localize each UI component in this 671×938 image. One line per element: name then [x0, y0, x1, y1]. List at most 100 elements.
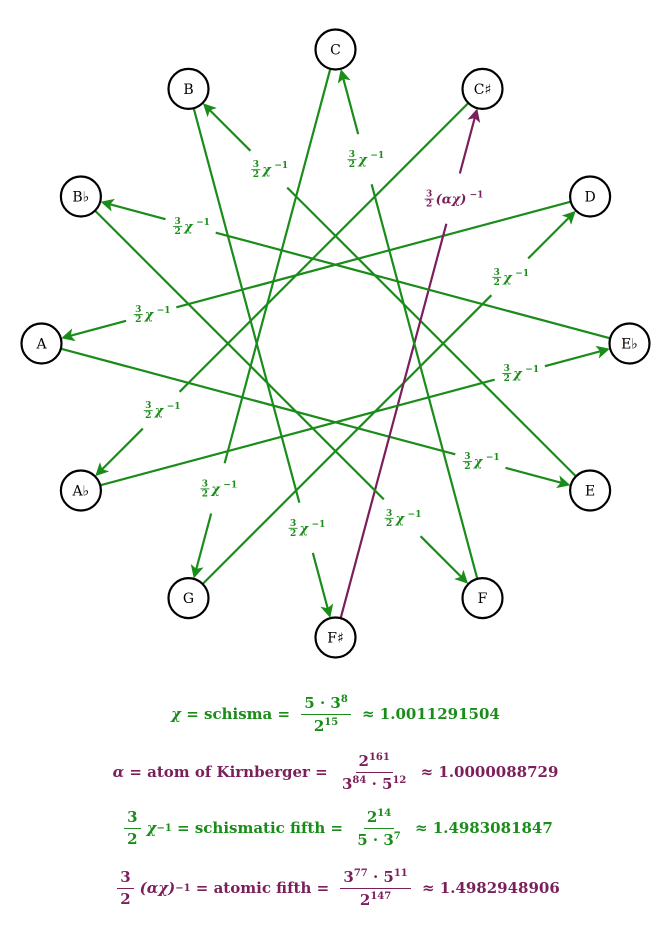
atom-den-a-base: 3: [341, 774, 353, 793]
edge-line: [223, 68, 332, 464]
note-node-D: D: [569, 175, 612, 218]
nodes-layer: CC♯DE♭EFF♯GA♭AB♭B: [20, 28, 651, 659]
note-circle: [314, 28, 357, 71]
svg-text:χ: χ: [395, 512, 406, 527]
edge-line: [215, 231, 611, 340]
edge-arrow: [190, 513, 213, 579]
edge-arrow: [61, 319, 127, 342]
edge-line: [60, 347, 456, 456]
af-approx: ≈ 1.4982948906: [416, 879, 560, 897]
sf-den-exp: 7: [393, 830, 401, 842]
schisma-num-exp: 8: [340, 694, 348, 705]
svg-text:2: 2: [290, 529, 296, 539]
note-label: A: [35, 337, 47, 353]
note-label: A♭: [72, 484, 90, 500]
schisma-numerator: 5 · 38: [301, 694, 351, 715]
alpha-symbol: α: [112, 763, 125, 781]
af-num-b-base: 5: [383, 868, 394, 886]
edge-arrow: [527, 210, 576, 260]
af-name: = atomic fifth =: [190, 879, 335, 897]
af-num-sep: ·: [367, 868, 384, 886]
svg-text:3: 3: [135, 305, 141, 315]
svg-text:2: 2: [174, 227, 180, 237]
edge-line: [286, 186, 577, 478]
note-circle: [569, 175, 612, 218]
svg-text:χ: χ: [502, 271, 513, 286]
edge-arrow: [544, 345, 610, 368]
svg-text:2: 2: [494, 278, 500, 288]
svg-text:χ: χ: [210, 482, 221, 497]
schisma-den-base: 2: [313, 716, 325, 735]
edge-line: [176, 200, 572, 309]
svg-text:2: 2: [464, 462, 470, 472]
chi-symbol: χ: [171, 705, 182, 723]
svg-text:2: 2: [135, 315, 141, 325]
note-circle: [461, 67, 504, 110]
svg-text:3: 3: [290, 519, 296, 529]
svg-text:−1: −1: [515, 269, 529, 279]
note-label: G: [183, 591, 194, 607]
edge-arrow: [419, 535, 469, 584]
svg-text:−1: −1: [408, 510, 422, 520]
svg-text:χ: χ: [154, 404, 165, 419]
formula-schismatic-fifth: 3 2 χ−1 = schismatic fifth = 214 5 · 37 …: [0, 808, 671, 848]
atom-name: = atom of Kirnberger =: [124, 763, 333, 781]
edge-arrow: [100, 198, 166, 221]
svg-text:−1: −1: [167, 402, 181, 412]
atom-numerator: 2161: [355, 752, 393, 773]
sf-symbol: χ: [146, 819, 157, 837]
sf-num-base: 2: [366, 808, 378, 826]
note-node-C: C: [314, 28, 357, 71]
af-den-exp: 147: [370, 890, 392, 902]
svg-text:3: 3: [174, 217, 180, 227]
formula-atomic-fifth: 3 2 (αχ)−1 = atomic fifth = 377 · 511 21…: [0, 868, 671, 908]
svg-text:3: 3: [145, 401, 151, 411]
edge-arrow: [311, 552, 334, 618]
sf-name: = schismatic fifth =: [171, 819, 349, 837]
note-node-Bflat: B♭: [59, 175, 102, 218]
formula-schisma: χ = schisma = 5 · 38 215 ≈ 1.0011291504: [0, 694, 671, 734]
sf-approx: ≈ 1.4983081847: [409, 819, 553, 837]
af-coefficient: 3 2: [117, 869, 134, 907]
note-label: B♭: [72, 190, 89, 206]
edge-line: [370, 184, 479, 580]
atom-fraction: 2161 384 · 512: [339, 752, 409, 792]
sf-fraction: 214 5 · 37: [354, 808, 404, 848]
atom-denominator: 384 · 512: [339, 773, 409, 793]
svg-text:χ: χ: [144, 308, 155, 323]
schisma-fraction: 5 · 38 215: [301, 694, 351, 734]
note-circle: [608, 322, 651, 365]
edge-arrow: [95, 427, 144, 477]
atom-den-b-exp: 12: [392, 774, 407, 786]
edge-arrow: [505, 466, 571, 489]
svg-text:−1: −1: [223, 480, 237, 490]
svg-text:−1: −1: [196, 218, 210, 228]
edge-line: [201, 294, 493, 585]
note-node-Fsharp: F♯: [314, 616, 357, 659]
svg-text:2: 2: [426, 200, 432, 210]
svg-text:−1: −1: [274, 161, 288, 171]
edge-arrow: [458, 108, 481, 174]
af-num-a-base: 3: [343, 868, 354, 886]
af-fraction: 377 · 511 2147: [340, 868, 411, 908]
note-circle: [59, 469, 102, 512]
svg-text:3: 3: [349, 150, 355, 160]
svg-text:χ: χ: [512, 367, 523, 382]
svg-text:2: 2: [145, 411, 151, 421]
edge-arrow: [202, 103, 252, 152]
note-node-B: B: [167, 67, 210, 110]
edge-line: [99, 378, 495, 487]
note-label: B: [183, 82, 193, 98]
atom-num-exp: 161: [368, 752, 390, 763]
svg-text:χ: χ: [183, 220, 194, 235]
